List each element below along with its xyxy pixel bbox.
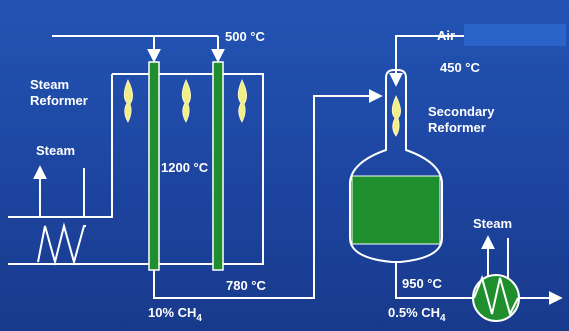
catalyst-bed — [351, 175, 441, 245]
tube-outlet-line — [153, 89, 383, 299]
temp-950-label: 950 °C — [402, 276, 442, 291]
methane-10-label: 10% CH4 — [148, 305, 202, 324]
steam-reformer-label-line2: Reformer — [30, 93, 88, 108]
methane-05-text: 0.5% CH — [388, 305, 441, 320]
temp-450-label: 450 °C — [440, 60, 480, 75]
furnace-box — [8, 73, 264, 265]
methane-05-label: 0.5% CH4 — [388, 305, 446, 324]
temp-1200-label: 1200 °C — [161, 160, 209, 175]
air-label: Air — [437, 28, 456, 43]
steam-outlet-label: Steam — [473, 216, 513, 231]
flame-icon — [181, 79, 191, 123]
secondary-outlet-line — [395, 262, 472, 299]
steam-inlet-label: Steam — [36, 143, 76, 158]
reformer-tube-left — [148, 61, 160, 271]
heat-exchanger-icon — [472, 274, 520, 322]
flame-icon — [391, 95, 401, 137]
air-line — [389, 35, 464, 87]
furnace-coil-icon — [37, 222, 86, 266]
temp-780-label: 780 °C — [226, 278, 266, 293]
flame-icon — [237, 79, 247, 123]
reformer-tube-right — [212, 61, 224, 271]
secondary-reformer-label-line1: Secondary — [428, 104, 495, 119]
methane-05-subscript: 4 — [440, 313, 446, 324]
secondary-reformer-vessel — [349, 69, 443, 263]
air-inlet-box — [464, 24, 566, 46]
methane-10-subscript: 4 — [196, 313, 202, 324]
temp-500-label: 500 °C — [225, 29, 265, 44]
flame-icon — [123, 79, 133, 123]
secondary-reformer-label-line2: Reformer — [428, 120, 486, 135]
furnace-left-wall — [8, 74, 113, 218]
methane-10-text: 10% CH — [148, 305, 197, 320]
steam-reformer-label-line1: Steam — [30, 77, 70, 92]
